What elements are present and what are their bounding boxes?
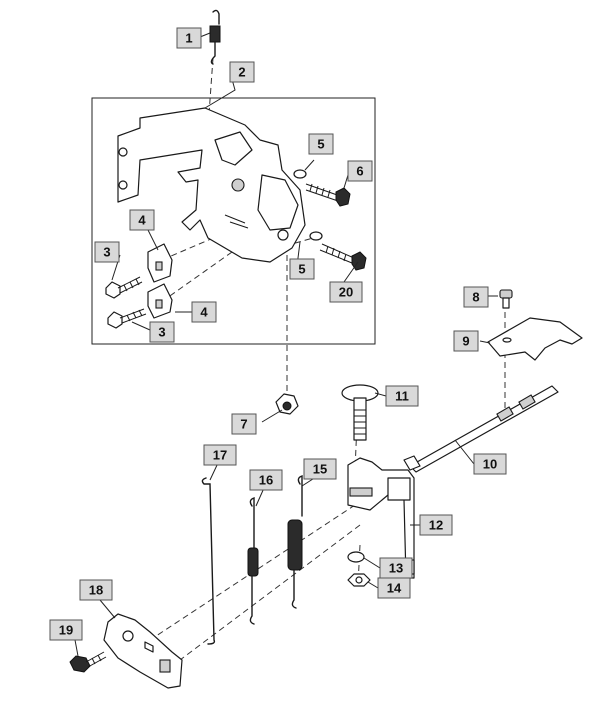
- callout-18-label: 18: [89, 583, 103, 598]
- callout-10: 10: [473, 453, 507, 475]
- part-10-shaft: [403, 385, 559, 473]
- part-19-bolt: [69, 651, 107, 673]
- callout-7: 7: [231, 413, 257, 435]
- part-5-washer-upper: [293, 169, 307, 179]
- callout-15-label: 15: [313, 462, 327, 477]
- callout-17-label: 17: [213, 448, 227, 463]
- callout-4-lower-label: 4: [200, 305, 208, 320]
- callout-16-label: 16: [259, 473, 273, 488]
- callout-13: 13: [379, 557, 413, 579]
- callout-1-label: 1: [185, 31, 192, 46]
- assembly-inset-box: [91, 97, 376, 345]
- callout-2-label: 2: [238, 65, 245, 80]
- part-4-clip-upper: [147, 243, 173, 283]
- part-8-screw: [499, 289, 513, 309]
- part-12-lever-bracket: [347, 457, 415, 579]
- callout-8: 8: [463, 286, 489, 308]
- callout-19: 19: [49, 619, 83, 641]
- callout-3-upper: 3: [94, 241, 120, 263]
- part-1-spring: [209, 9, 221, 65]
- callout-3-lower-label: 3: [158, 325, 165, 340]
- callout-6: 6: [347, 160, 373, 182]
- part-4-clip-lower: [147, 283, 173, 319]
- callout-5-lower-label: 5: [298, 262, 305, 277]
- callout-5-lower: 5: [289, 258, 315, 280]
- callout-14: 14: [377, 577, 411, 599]
- part-11-carriage-bolt: [341, 384, 379, 441]
- part-9-plate: [487, 317, 583, 361]
- callout-17: 17: [203, 444, 237, 466]
- callout-16: 16: [249, 469, 283, 491]
- part-3-bolt-upper: [105, 276, 143, 299]
- callout-20-label: 20: [339, 285, 353, 300]
- callout-5-upper: 5: [308, 133, 334, 155]
- part-15-spring: [287, 475, 303, 609]
- part-7-nut: [275, 393, 299, 415]
- callout-6-label: 6: [356, 164, 363, 179]
- part-16-spring: [247, 497, 259, 625]
- callout-9: 9: [453, 330, 479, 352]
- part-17-rod: [201, 477, 216, 645]
- callout-4-lower: 4: [191, 301, 217, 323]
- callout-13-label: 13: [389, 561, 403, 576]
- callout-14-label: 14: [387, 581, 402, 596]
- part-14-nut: [347, 573, 371, 587]
- part-18-lever: [103, 613, 183, 689]
- callout-19-label: 19: [59, 623, 73, 638]
- callout-3-upper-label: 3: [103, 245, 110, 260]
- callout-15: 15: [303, 458, 337, 480]
- part-2-control-bracket: [117, 107, 306, 263]
- callout-12-label: 12: [429, 518, 443, 533]
- callout-18: 18: [79, 579, 113, 601]
- callout-9-label: 9: [462, 334, 469, 349]
- callout-11-label: 11: [395, 389, 409, 404]
- part-20-bolt: [319, 243, 367, 271]
- part-13-washer: [347, 551, 365, 563]
- part-3-bolt-lower: [107, 308, 147, 329]
- callout-2: 2: [229, 61, 255, 83]
- callout-8-label: 8: [472, 290, 479, 305]
- callout-20: 20: [329, 281, 363, 303]
- callout-3-lower: 3: [149, 321, 175, 343]
- callout-5-upper-label: 5: [317, 137, 324, 152]
- callout-4-upper-label: 4: [138, 213, 146, 228]
- callout-7-label: 7: [240, 417, 247, 432]
- callout-10-label: 10: [483, 457, 497, 472]
- callout-11: 11: [385, 385, 419, 407]
- part-5-washer-lower: [309, 231, 323, 241]
- leader-lines: [74, 32, 498, 657]
- callout-4-upper: 4: [129, 209, 155, 231]
- callout-1: 1: [176, 27, 202, 49]
- callout-12: 12: [419, 514, 453, 536]
- part-6-bolt: [305, 183, 351, 207]
